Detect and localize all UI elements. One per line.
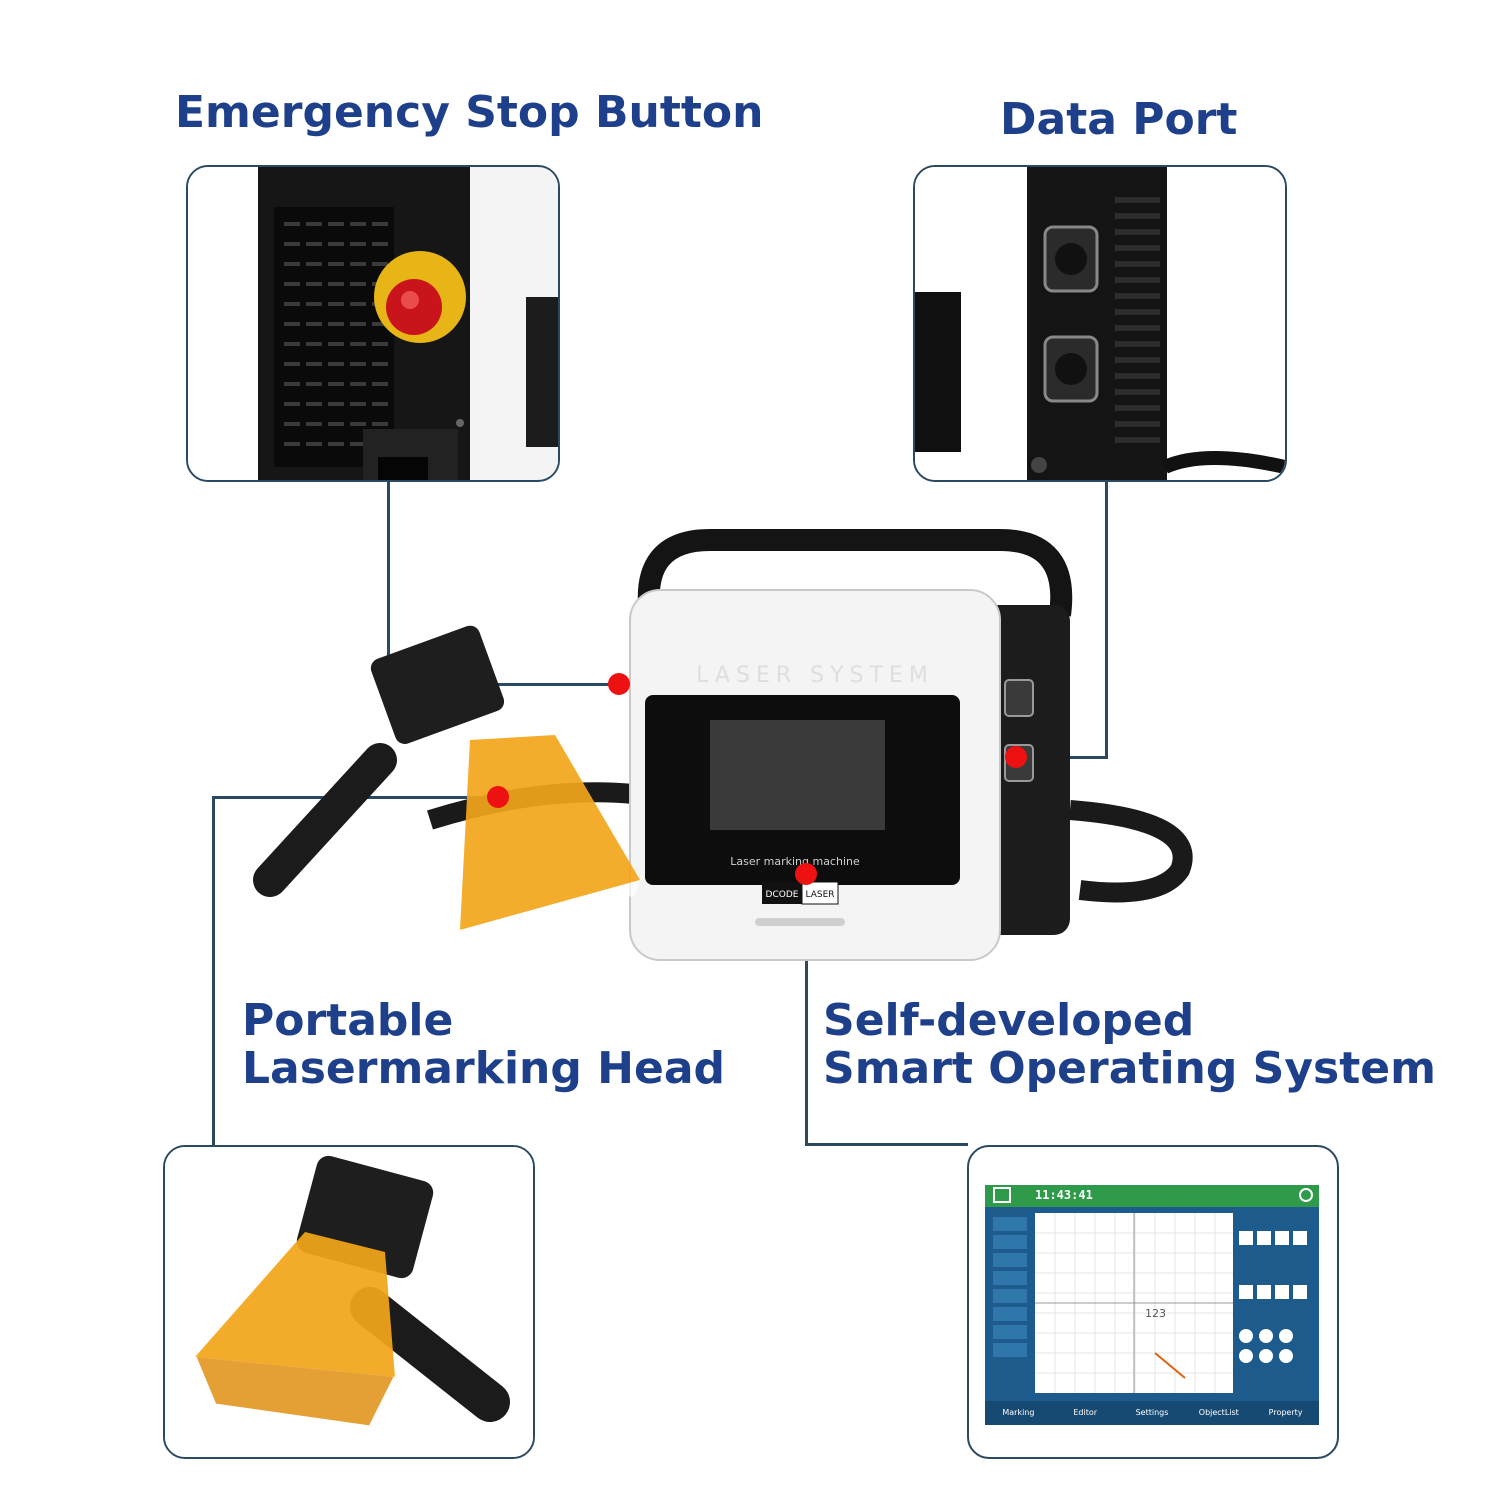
os-label-line1: Self-developed: [823, 995, 1195, 1046]
connector-emergency-vertical: [387, 478, 390, 685]
portable-head-label-line2: Lasermarking Head: [242, 1043, 726, 1094]
tab-editor[interactable]: Editor: [1073, 1408, 1098, 1417]
tab-objectlist[interactable]: ObjectList: [1198, 1408, 1239, 1417]
design-canvas[interactable]: 123: [1035, 1213, 1233, 1393]
tab-marking[interactable]: Marking: [1002, 1408, 1035, 1417]
os-label-line2: Smart Operating System: [823, 1043, 1436, 1094]
brand-right: LASER: [805, 890, 834, 900]
callout-dot-os: [795, 863, 817, 885]
right-tool-column: [1239, 1231, 1313, 1381]
software-tab-bar: Marking Editor Settings ObjectList Prope…: [985, 1401, 1319, 1425]
data-port-closeup: [913, 165, 1287, 482]
connector-head-vertical: [212, 796, 215, 1146]
connector-dataport-vertical: [1105, 478, 1108, 758]
connector-emergency-horizontal: [387, 683, 619, 686]
tab-settings[interactable]: Settings: [1135, 1408, 1169, 1417]
emergency-stop-closeup: [186, 165, 560, 482]
emergency-stop-label: Emergency Stop Button: [175, 87, 764, 138]
connector-os-horizontal: [805, 1143, 968, 1146]
settings-icon[interactable]: [1299, 1188, 1313, 1202]
brand-left: DCODE: [766, 890, 799, 900]
screen-caption: Laser marking machine: [730, 855, 860, 868]
software-window: 11:43:41 123: [985, 1185, 1319, 1425]
left-tool-column: [991, 1213, 1029, 1393]
portable-head-label-line1: Portable: [242, 995, 454, 1046]
callout-dot-head: [487, 786, 509, 808]
tab-property[interactable]: Property: [1268, 1408, 1303, 1417]
canvas-object-text[interactable]: 123: [1145, 1307, 1166, 1320]
portable-head-closeup: [163, 1145, 535, 1459]
software-title-bar: 11:43:41: [985, 1185, 1319, 1207]
home-icon[interactable]: [993, 1187, 1011, 1203]
callout-dot-dataport: [1005, 746, 1027, 768]
laser-marking-machine: LASER SYSTEM Laser marking machine DCODE…: [240, 520, 1200, 1000]
connector-os-vertical: [805, 872, 808, 1146]
callout-dot-emergency: [608, 673, 630, 695]
device-front-text: LASER SYSTEM: [696, 663, 934, 688]
software-clock: 11:43:41: [1035, 1188, 1093, 1202]
software-screen-closeup: 11:43:41 123: [967, 1145, 1339, 1459]
data-port-label: Data Port: [1000, 94, 1238, 145]
